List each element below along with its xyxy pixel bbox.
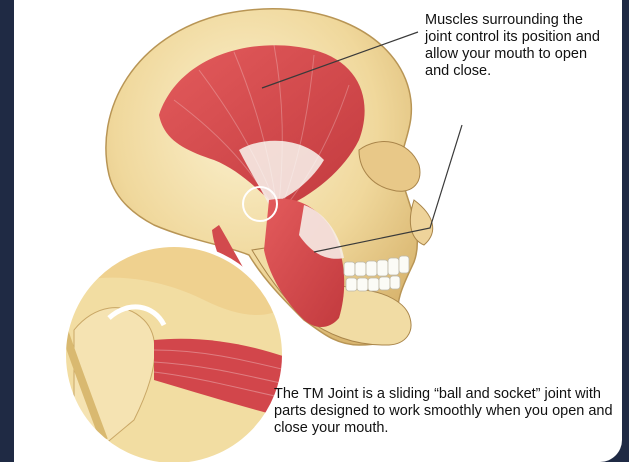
magnified-joint-circle bbox=[54, 245, 294, 462]
caption-muscles: Muscles surrounding the joint control it… bbox=[425, 12, 610, 80]
caption-tm-joint: The TM Joint is a sliding “ball and sock… bbox=[274, 386, 614, 437]
illustration-panel: Muscles surrounding the joint control it… bbox=[14, 0, 622, 462]
